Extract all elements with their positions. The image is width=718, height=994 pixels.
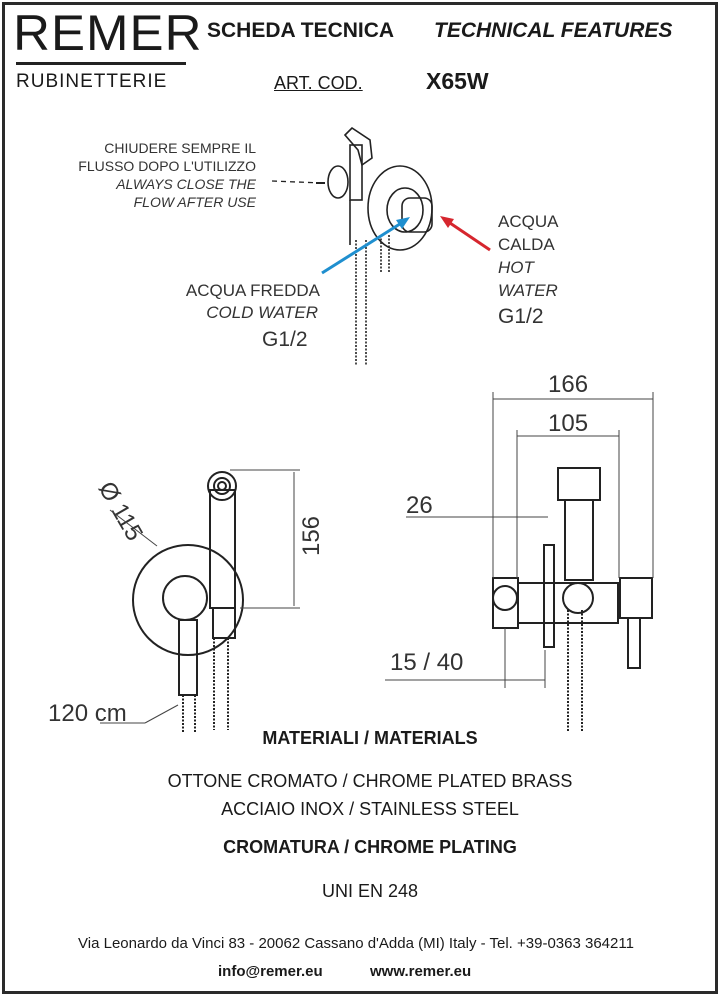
note-close-it-1: CHIUDERE SEMPRE IL: [104, 140, 256, 156]
front-dimension-lines: [100, 469, 300, 724]
cold-water-en: COLD WATER: [206, 303, 318, 322]
footer-website[interactable]: www.remer.eu: [370, 963, 472, 980]
dim-width-body: 105: [548, 410, 589, 437]
material-line-2: ACCIAIO INOX / STAINLESS STEEL: [221, 799, 519, 819]
dim-offset: 26: [406, 492, 433, 519]
finish-heading: CROMATURA / CHROME PLATING: [223, 837, 517, 857]
footer-email[interactable]: info@remer.eu: [218, 963, 323, 980]
hot-arrow-head-icon: [440, 216, 454, 228]
hot-water-en-1: HOT: [498, 258, 534, 277]
footer-address: Via Leonardo da Vinci 83 - 20062 Cassano…: [78, 935, 634, 952]
perspective-drawing: [327, 126, 433, 365]
side-dimension-lines: [385, 392, 654, 688]
brand-subtitle: RUBINETTERIE: [16, 71, 168, 92]
side-view-drawing: [492, 467, 653, 732]
materials-heading: MATERIALI / MATERIALS: [262, 728, 478, 748]
note-close-en-2: FLOW AFTER USE: [133, 194, 256, 210]
hot-water-it-2: CALDA: [498, 235, 555, 254]
hot-thread: G1/2: [498, 305, 544, 328]
brand-logo: REMER: [13, 5, 203, 61]
art-code: X65W: [426, 68, 489, 94]
cold-arrow-head-icon: [396, 217, 410, 229]
hot-water-en-2: WATER: [498, 281, 558, 300]
note-close-it-2: FLUSSO DOPO L'UTILIZZO: [78, 158, 256, 174]
title-italian: SCHEDA TECNICA: [207, 19, 395, 42]
dim-width-total: 166: [548, 371, 589, 398]
material-line-1: OTTONE CROMATO / CHROME PLATED BRASS: [167, 771, 573, 791]
hot-water-it-1: ACQUA: [498, 212, 559, 231]
logo-divider: [16, 62, 186, 65]
cold-thread: G1/2: [262, 328, 308, 351]
note-leader: [271, 180, 323, 184]
dim-adjust: 15 / 40: [390, 649, 464, 676]
art-code-label: ART. COD.: [274, 73, 363, 93]
cold-water-it: ACQUA FREDDA: [185, 281, 320, 300]
cold-water-arrow: [321, 220, 404, 275]
front-view-drawing: [132, 471, 244, 732]
note-close-en-1: ALWAYS CLOSE THE: [116, 176, 256, 192]
hot-water-arrow: [446, 219, 491, 252]
title-english: TECHNICAL FEATURES: [434, 19, 673, 42]
standard: UNI EN 248: [321, 881, 419, 901]
